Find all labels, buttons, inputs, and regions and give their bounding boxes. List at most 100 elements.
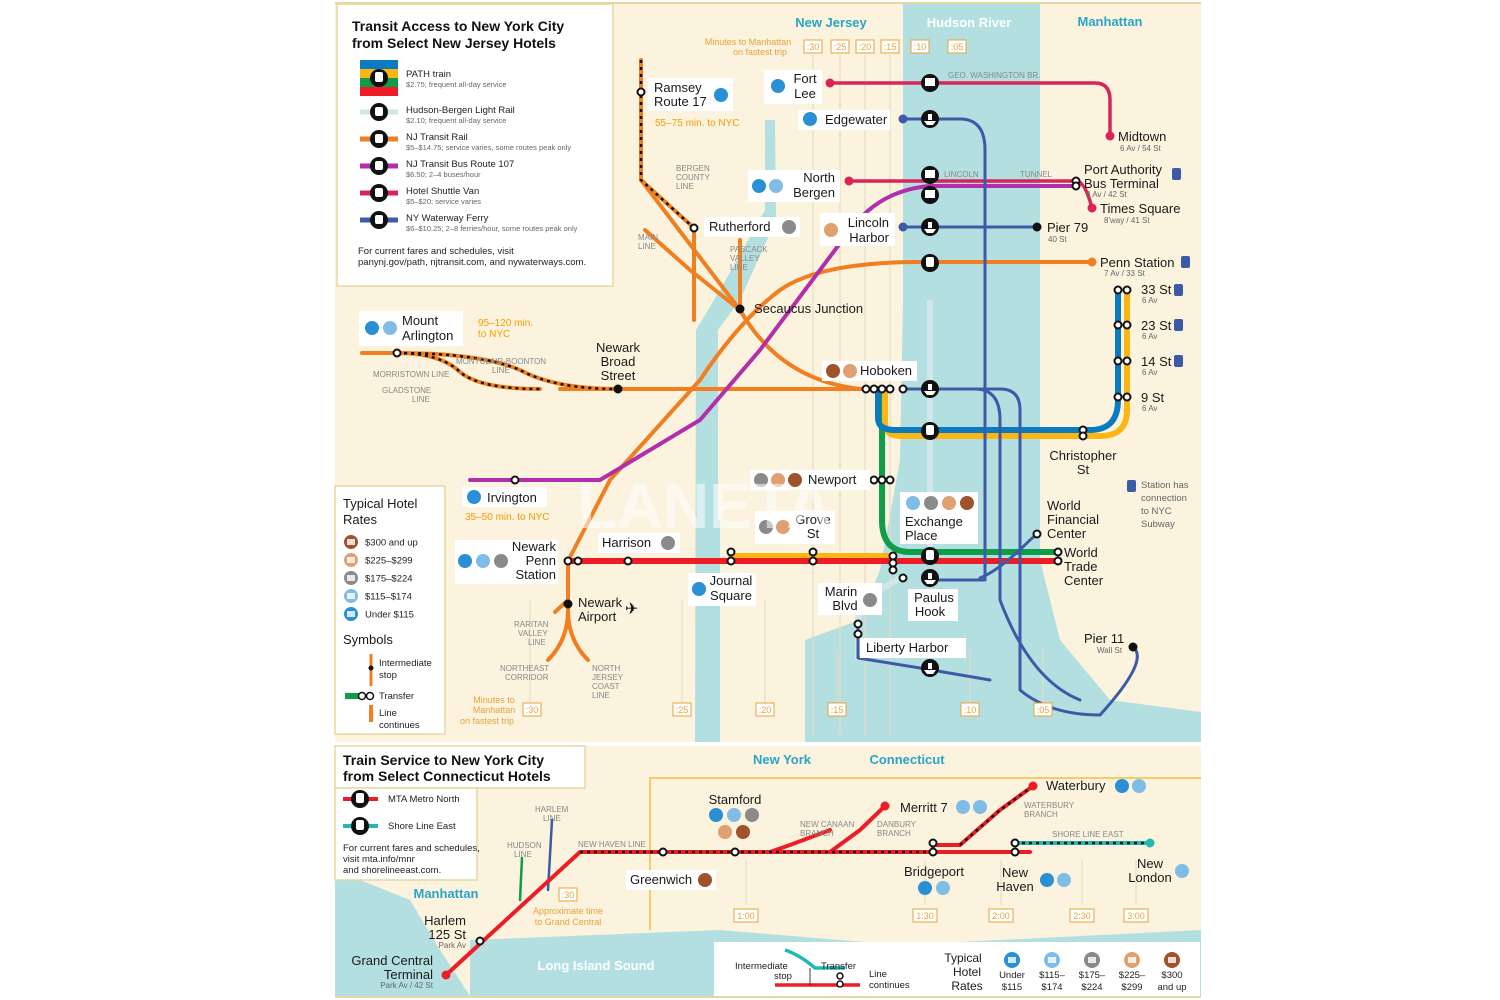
legend-item-desc: $2.75; frequent all-day service (406, 80, 506, 89)
svg-text::30: :30 (562, 890, 575, 900)
svg-text:to NYC: to NYC (478, 329, 510, 340)
svg-text:Center: Center (1064, 573, 1104, 588)
shuttle-van-icon (921, 74, 939, 92)
legend-item-name: PATH train (406, 69, 451, 80)
svg-text:BRANCH: BRANCH (800, 829, 834, 838)
svg-text:LINE: LINE (730, 263, 748, 272)
ct-time-box (733, 908, 759, 923)
ct-title-line1: Train Service to New York City (343, 752, 544, 768)
rate-label: $175–$224 (365, 574, 413, 585)
svg-text:continues: continues (869, 980, 910, 991)
svg-text:Park Av / 42 St: Park Av / 42 St (380, 981, 434, 990)
rate-items: $300 and up$225–$299$175–$224$115–$174Un… (344, 535, 418, 621)
station-liberty-harbor: Liberty Harbor (866, 640, 949, 655)
nj-title-line2: from Select New Jersey Hotels (352, 35, 556, 51)
path-legend-swatch (360, 60, 398, 96)
svg-text:NEW CANAAN: NEW CANAAN (800, 820, 854, 829)
station-pier11: Pier 11 (1084, 631, 1124, 646)
legend-item-desc: $6–$10.25; 2–8 ferries/hour, some routes… (406, 224, 578, 233)
svg-text:Rates: Rates (951, 979, 982, 993)
svg-text:95–120 min.: 95–120 min. (478, 318, 533, 329)
minute-tick-label: :25 (676, 705, 689, 715)
svg-text:Station: Station (516, 567, 556, 582)
svg-text:Transfer: Transfer (821, 961, 856, 972)
svg-text:Route 17: Route 17 (654, 94, 707, 109)
ferry-icon (921, 380, 939, 398)
svg-text:Trade: Trade (1064, 559, 1097, 574)
svg-text:MTA Metro North: MTA Metro North (388, 794, 460, 805)
svg-text:MORRISTOWN LINE: MORRISTOWN LINE (373, 370, 449, 379)
svg-text:Street: Street (601, 368, 636, 383)
svg-text:Penn: Penn (526, 553, 556, 568)
svg-text:on fastest trip: on fastest trip (460, 716, 514, 726)
minute-tick-label: :15 (884, 42, 897, 52)
station-pier79: Pier 79 (1047, 220, 1088, 235)
svg-text:continues: continues (379, 720, 420, 731)
station-33st: 33 St (1141, 282, 1172, 297)
svg-text:Square: Square (710, 588, 752, 603)
region-manhattan: Manhattan (1078, 14, 1143, 29)
minute-tick-box (880, 39, 900, 54)
svg-text:HARLEM: HARLEM (535, 805, 569, 814)
svg-text:and shorelineeast.com.: and shorelineeast.com. (343, 865, 441, 876)
station-14st: 14 St (1141, 354, 1172, 369)
svg-text:Line: Line (869, 969, 887, 980)
stop-nodes (392, 78, 1138, 652)
svg-text:NORTH: NORTH (592, 664, 621, 673)
station-fort-lee: Fort (793, 71, 817, 86)
nj-title-line1: Transit Access to New York City (352, 18, 564, 34)
rates-title: Typical Hotel (343, 496, 418, 511)
minute-tick-label: :05 (1037, 705, 1050, 715)
ct-time-label: 2:00 (992, 911, 1010, 921)
svg-text:55–75 min. to NYC: 55–75 min. to NYC (655, 118, 740, 129)
ct-bottom-symbols: Intermediate stop Transfer Line continue… (735, 948, 983, 993)
svg-text:BRANCH: BRANCH (877, 829, 911, 838)
svg-text:Shore Line East: Shore Line East (388, 821, 456, 832)
legend-item-desc: $5–$14.75; service varies, some routes p… (406, 143, 571, 152)
svg-text:stop: stop (774, 971, 792, 982)
ct-dotted (580, 784, 1150, 854)
bottom-min-label: Minutes to (473, 695, 515, 705)
symbols-legend: Intermediate stop Transfer Line continue… (345, 654, 432, 731)
legend-item-desc: $5–$20; service varies (406, 197, 481, 206)
minute-tick-box (830, 39, 850, 54)
svg-text:35–50 min. to NYC: 35–50 min. to NYC (465, 512, 550, 523)
ct-legend-items: MTA Metro North Shore Line East For curr… (343, 790, 480, 876)
station-mount-arlington: Mount (402, 313, 439, 328)
minute-tick-label: :20 (759, 705, 772, 715)
svg-text:Manhattan: Manhattan (473, 705, 516, 715)
ct-labels: Waterbury WATERBURY BRANCH Stamford Merr… (351, 778, 1189, 990)
rate-tier-label: $224 (1081, 982, 1102, 993)
legend-item-name: Hotel Shuttle Van (406, 186, 479, 197)
svg-text:Blvd: Blvd (832, 598, 857, 613)
svg-text:Harbor: Harbor (849, 230, 889, 245)
region-long-island-sound: Long Island Sound (538, 958, 655, 973)
ct-time-box (1123, 908, 1149, 923)
ct-time-label: 1:30 (916, 911, 934, 921)
svg-text:CORRIDOR: CORRIDOR (505, 673, 549, 682)
ct-time-box (988, 908, 1014, 923)
minute-ticks-bottom: :30:25:20:15:10:05 (522, 702, 1053, 717)
station-penn-station: Penn Station (1100, 255, 1174, 270)
svg-text:WATERBURY: WATERBURY (1024, 801, 1075, 810)
station-wtc: World (1064, 545, 1098, 560)
minutes-label-top-2: on fastest trip (733, 47, 787, 57)
legend-item-desc: $6.50; 2–4 buses/hour (406, 170, 481, 179)
svg-text:St: St (1077, 462, 1090, 477)
station-hoboken: Hoboken (860, 363, 912, 378)
svg-text:40 St: 40 St (1048, 235, 1067, 244)
rate-tier-label: and up (1157, 982, 1186, 993)
ct-legend-panel (334, 745, 586, 789)
minute-tick-label: :30 (807, 42, 820, 52)
svg-text:Bus Terminal: Bus Terminal (1084, 176, 1159, 191)
bed-icon (347, 611, 355, 617)
station-merritt7: Merritt 7 (900, 800, 948, 815)
svg-text:LINE: LINE (592, 691, 610, 700)
svg-text:connection: connection (1141, 493, 1187, 504)
minute-tick-label: :25 (834, 42, 847, 52)
svg-text:VALLEY: VALLEY (518, 629, 548, 638)
minute-tick-label: :10 (964, 705, 977, 715)
station-bridgeport: Bridgeport (904, 864, 964, 879)
svg-text:visit mta.info/mnr: visit mta.info/mnr (343, 854, 415, 865)
